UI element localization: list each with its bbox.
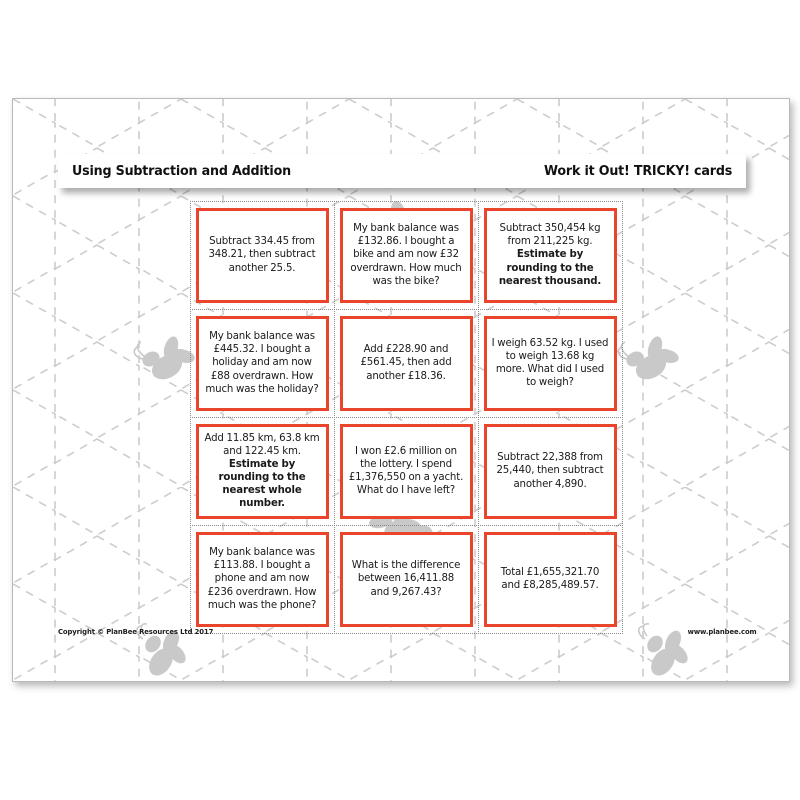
card-question-text: Add £228.90 and £561.45, then add anothe…	[348, 343, 465, 382]
card-cell: Subtract 350,454 kg from 211,225 kg. Est…	[477, 200, 623, 310]
card-question-body: My bank balance was £132.86. I bought a …	[350, 223, 462, 287]
card-question-text: Subtract 22,388 from 25,440, then subtra…	[492, 451, 609, 490]
card-instruction-bold: Estimate by rounding to the nearest whol…	[218, 458, 306, 510]
copyright-text: Copyright © PlanBee Resources Ltd 2017	[58, 627, 214, 636]
card-question-body: Total £1,655,321.70 and £8,285,489.57.	[500, 566, 600, 591]
card-4[interactable]: My bank balance was £445.32. I bought a …	[195, 315, 329, 411]
card-cell: Add £228.90 and £561.45, then add anothe…	[333, 308, 479, 418]
card-1[interactable]: Subtract 334.45 from 348.21, then subtra…	[195, 207, 329, 303]
card-10[interactable]: My bank balance was £113.88. I bought a …	[195, 531, 329, 627]
card-6[interactable]: I weigh 63.52 kg. I used to weigh 13.68 …	[483, 315, 617, 411]
card-3[interactable]: Subtract 350,454 kg from 211,225 kg. Est…	[483, 207, 617, 303]
worksheet-page: Using Subtraction and Addition Work it O…	[12, 98, 790, 682]
card-2[interactable]: My bank balance was £132.86. I bought a …	[339, 207, 473, 303]
card-question-text: Subtract 350,454 kg from 211,225 kg. Est…	[492, 222, 609, 287]
card-12[interactable]: Total £1,655,321.70 and £8,285,489.57.	[483, 531, 617, 627]
card-question-body: Add 11.85 km, 63.8 km and 122.45 km.	[204, 432, 320, 457]
card-question-text: Total £1,655,321.70 and £8,285,489.57.	[492, 566, 609, 592]
card-question-text: I weigh 63.52 kg. I used to weigh 13.68 …	[492, 337, 609, 389]
website-link[interactable]: www.planbee.com	[688, 627, 757, 636]
card-question-body: I won £2.6 million on the lottery. I spe…	[348, 445, 464, 497]
card-cell: I weigh 63.52 kg. I used to weigh 13.68 …	[477, 308, 623, 418]
card-cell: Total £1,655,321.70 and £8,285,489.57.	[477, 524, 623, 634]
card-question-body: Add £228.90 and £561.45, then add anothe…	[360, 344, 452, 382]
card-question-text: My bank balance was £445.32. I bought a …	[204, 330, 321, 395]
card-cell: Subtract 334.45 from 348.21, then subtra…	[189, 200, 335, 310]
card-question-body: Subtract 350,454 kg from 211,225 kg.	[499, 223, 601, 248]
card-instruction-bold: Estimate by rounding to the nearest thou…	[498, 249, 602, 287]
card-cell: What is the difference between 16,411.88…	[333, 524, 479, 634]
card-question-body: My bank balance was £445.32. I bought a …	[205, 331, 319, 395]
card-question-text: My bank balance was £132.86. I bought a …	[348, 222, 465, 287]
card-grid: Subtract 334.45 from 348.21, then subtra…	[189, 200, 623, 634]
card-question-body: Subtract 22,388 from 25,440, then subtra…	[496, 452, 604, 490]
bee-watermark-right	[617, 336, 679, 380]
card-cell: Subtract 22,388 from 25,440, then subtra…	[477, 416, 623, 526]
card-5[interactable]: Add £228.90 and £561.45, then add anothe…	[339, 315, 473, 411]
title-banner: Using Subtraction and Addition Work it O…	[58, 154, 746, 188]
worksheet-subtitle: Work it Out! TRICKY! cards	[543, 163, 732, 179]
card-9[interactable]: Subtract 22,388 from 25,440, then subtra…	[483, 423, 617, 519]
card-cell: Add 11.85 km, 63.8 km and 122.45 km. Est…	[189, 416, 335, 526]
card-7[interactable]: Add 11.85 km, 63.8 km and 122.45 km. Est…	[195, 423, 329, 519]
card-question-body: My bank balance was £113.88. I bought a …	[207, 547, 317, 611]
page-footer: Copyright © PlanBee Resources Ltd 2017 w…	[58, 627, 757, 636]
card-cell: I won £2.6 million on the lottery. I spe…	[333, 416, 479, 526]
card-question-text: What is the difference between 16,411.88…	[348, 559, 465, 598]
card-question-body: What is the difference between 16,411.88…	[351, 560, 461, 598]
card-cell: My bank balance was £445.32. I bought a …	[189, 308, 335, 418]
card-question-body: Subtract 334.45 from 348.21, then subtra…	[208, 236, 316, 274]
card-question-body: I weigh 63.52 kg. I used to weigh 13.68 …	[491, 337, 609, 389]
card-8[interactable]: I won £2.6 million on the lottery. I spe…	[339, 423, 473, 519]
card-cell: My bank balance was £132.86. I bought a …	[333, 200, 479, 310]
card-question-text: My bank balance was £113.88. I bought a …	[204, 546, 321, 611]
card-question-text: I won £2.6 million on the lottery. I spe…	[348, 445, 465, 497]
worksheet-title: Using Subtraction and Addition	[72, 163, 291, 179]
card-cell: My bank balance was £113.88. I bought a …	[189, 524, 335, 634]
card-11[interactable]: What is the difference between 16,411.88…	[339, 531, 473, 627]
card-question-text: Add 11.85 km, 63.8 km and 122.45 km. Est…	[204, 432, 321, 510]
card-question-text: Subtract 334.45 from 348.21, then subtra…	[204, 235, 321, 274]
